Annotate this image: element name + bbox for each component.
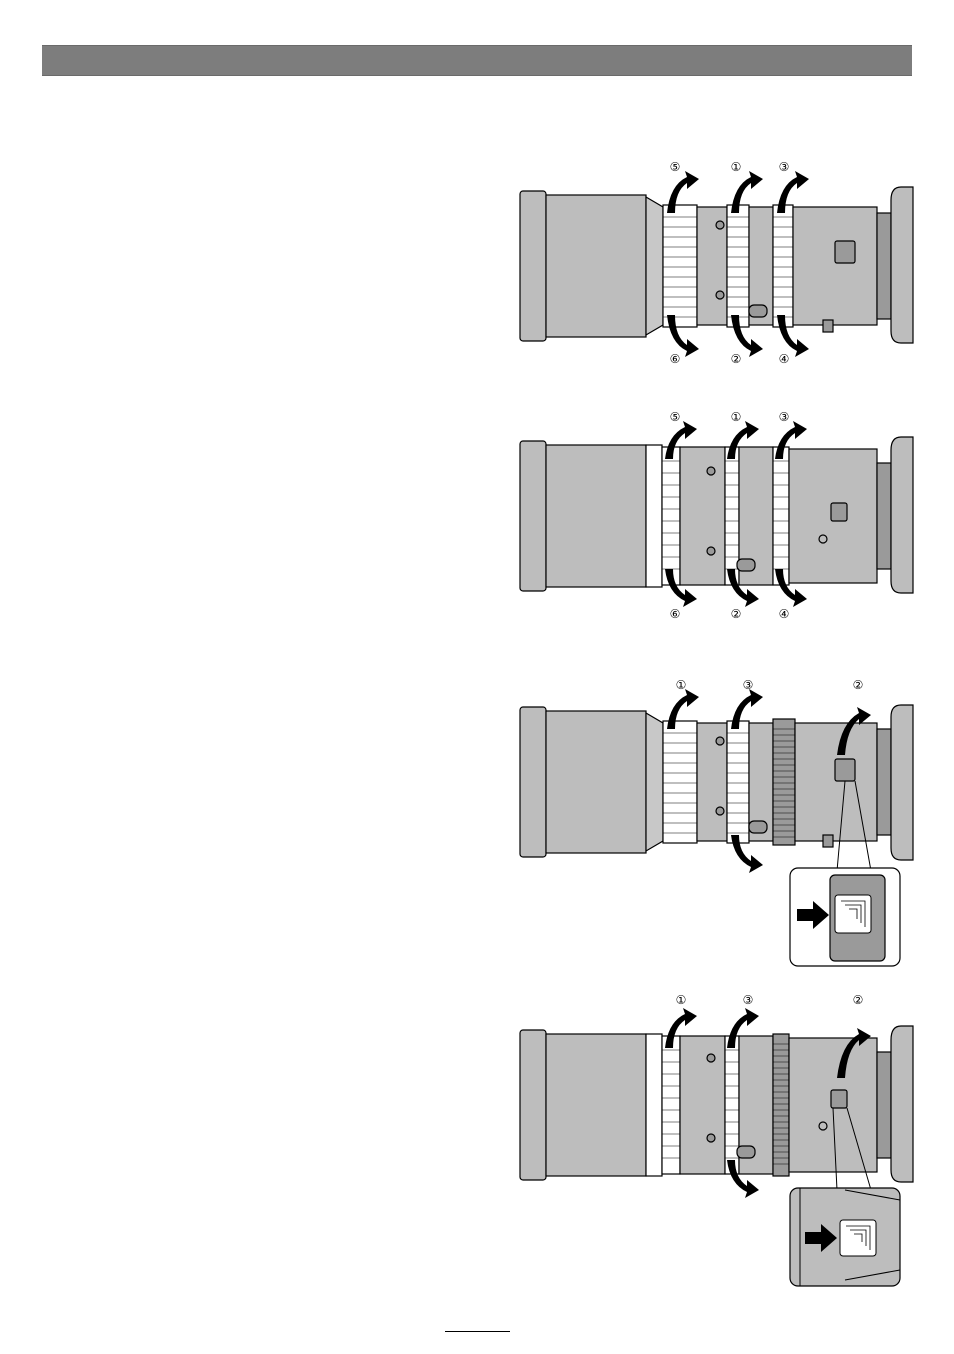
- callout-top-1: ①: [676, 993, 687, 1007]
- footer-rule: [445, 1331, 510, 1332]
- lens-body: [520, 437, 913, 593]
- section-header-bar: [42, 45, 912, 76]
- lens-diagram-2-svg: ⑤ ① ③ ⑥ ② ④: [515, 405, 915, 620]
- callout-top-2: ①: [731, 410, 742, 424]
- callout-top-2: ③: [743, 678, 754, 692]
- callout-top-3: ②: [853, 678, 864, 692]
- callout-bottom-3: ④: [779, 607, 790, 621]
- lens-diagram-4-svg: ① ③ ②: [515, 990, 915, 1290]
- callout-top-2: ①: [731, 160, 742, 174]
- callout-bottom-2: ②: [731, 352, 742, 366]
- callout-top-2: ③: [743, 993, 754, 1007]
- lens-body: [520, 705, 913, 860]
- lens-diagram-3-svg: ① ③ ②: [515, 675, 915, 975]
- callout-top-3: ②: [853, 993, 864, 1007]
- lens-diagram-2: ⑤ ① ③ ⑥ ② ④: [515, 405, 915, 620]
- lens-body: [520, 187, 913, 343]
- callout-bottom-3: ④: [779, 352, 790, 366]
- callout-top-1: ⑤: [670, 160, 681, 174]
- callout-bottom-2: ②: [731, 607, 742, 621]
- callout-top-1: ⑤: [670, 410, 681, 424]
- callout-top-3: ③: [779, 410, 790, 424]
- lens-diagram-1: ⑤ ① ③ ⑥ ② ④: [515, 155, 915, 370]
- callout-top-3: ③: [779, 160, 790, 174]
- lens-diagram-3: ① ③ ②: [515, 675, 915, 975]
- lens-body: [520, 1026, 913, 1182]
- callout-bottom-1: ⑥: [670, 352, 681, 366]
- callout-bottom-1: ⑥: [670, 607, 681, 621]
- lens-diagram-1-svg: ⑤ ① ③ ⑥ ② ④: [515, 155, 915, 370]
- callout-top-1: ①: [676, 678, 687, 692]
- lens-diagram-4: ① ③ ②: [515, 990, 915, 1290]
